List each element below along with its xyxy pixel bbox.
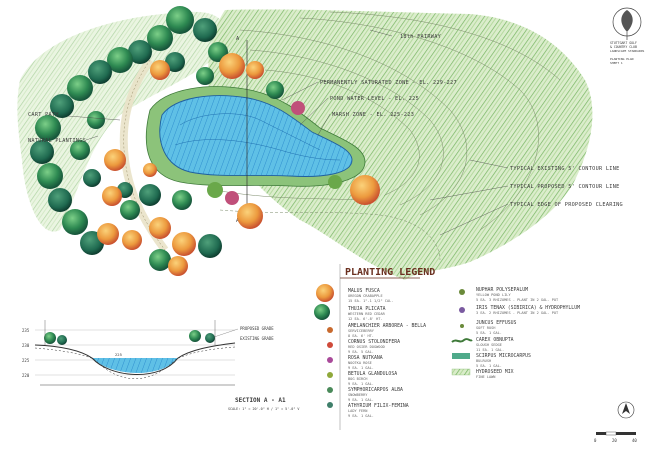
scale-tick-40: 40 (632, 438, 637, 443)
svg-text:HYDROSEED MIX: HYDROSEED MIX (476, 369, 514, 375)
section-grade (34, 342, 236, 375)
section-scale: SCALE: 1" = 20'-0" H / 1" = 5'-0" V (228, 407, 299, 411)
callout-marsh-zone: MARSH ZONE - EL. 225-223 (332, 112, 414, 118)
svg-text:SYMPHORICARPOS ALBA: SYMPHORICARPOS ALBA (348, 387, 403, 393)
svg-text:5 EA. 1 GAL.: 5 EA. 1 GAL. (476, 331, 502, 335)
scale-tick-20: 20 (612, 438, 617, 443)
svg-text:12 EA. 6'-8' HT.: 12 EA. 6'-8' HT. (348, 317, 383, 321)
legend-item: HYDROSEED MIX FINE LAWN (476, 369, 514, 379)
svg-text:9 EA. 1 GAL.: 9 EA. 1 GAL. (348, 398, 374, 402)
svg-text:5 EA. 1 GAL.: 5 EA. 1 GAL. (476, 364, 502, 368)
elev-225: 225 (22, 358, 30, 363)
svg-text:JUNCUS EFFUSUS: JUNCUS EFFUSUS (476, 320, 517, 326)
legend-item: ROSA NUTKANA NOOTKA ROSE 9 EA. 1 GAL. (348, 355, 383, 370)
svg-text:FINE LAWN: FINE LAWN (476, 375, 495, 379)
svg-text:9 EA. 1 GAL.: 9 EA. 1 GAL. (348, 382, 374, 386)
svg-text:SLOUGH SEDGE: SLOUGH SEDGE (476, 343, 502, 347)
svg-text:NUPHAR POLYSEPALUM: NUPHAR POLYSEPALUM (476, 287, 528, 293)
svg-text:NOOTKA ROSE: NOOTKA ROSE (348, 361, 372, 365)
title-line3: LANDSCAPE STANDARDS (610, 49, 645, 53)
fairway-label: 18th FAIRWAY (400, 34, 442, 40)
svg-text:ATHYRIUM FILIX-FEMINA: ATHYRIUM FILIX-FEMINA (348, 403, 409, 409)
svg-text:5 EA. 3 RHIZOMES - PLANT IN 2: 5 EA. 3 RHIZOMES - PLANT IN 2 GAL. POT (476, 298, 559, 302)
svg-text:BULRUSH: BULRUSH (476, 359, 491, 363)
scale-bar: 0 20 40 (594, 401, 637, 443)
svg-text:MALUS FUSCA: MALUS FUSCA (348, 288, 380, 294)
svg-text:CAREX OBNUPTA: CAREX OBNUPTA (476, 337, 514, 343)
svg-text:3 EA. 2 RHIZOMES - PLANT IN 2: 3 EA. 2 RHIZOMES - PLANT IN 2 GAL. POT (476, 311, 559, 315)
section-drawing: 235 230 225 220 225 PROPOSED GRADE EXIST… (22, 320, 299, 411)
svg-text:9 EA. 5 GAL.: 9 EA. 5 GAL. (348, 350, 374, 354)
title-line2: & COUNTRY CLUB (610, 45, 637, 49)
legend-item: NUPHAR POLYSEPALUM YELLOW POND LILY 5 EA… (476, 287, 559, 302)
legend-item: JUNCUS EFFUSUS SOFT RUSH 5 EA. 1 GAL. (476, 320, 517, 335)
section-label-existing: EXISTING GRADE (240, 336, 274, 341)
planting-legend: PLANTING LEGEND MALUS FUSCA OREGON CRABA… (314, 264, 580, 430)
svg-text:9 EA. 1 GAL.: 9 EA. 1 GAL. (348, 366, 374, 370)
section-marker-top: A (236, 36, 240, 42)
svg-text:IRIS TENAX (SIBIRICA) & HYDROP: IRIS TENAX (SIBIRICA) & HYDROPHYLLUM (476, 305, 580, 311)
scale-tick-0: 0 (594, 438, 597, 443)
elev-220: 220 (22, 373, 30, 378)
legend-item: CORNUS STOLONIFERA RED OSIER DOGWOOD 9 E… (348, 339, 400, 354)
legend-title: PLANTING LEGEND (345, 267, 435, 278)
legend-item: MALUS FUSCA OREGON CRABAPPLE 15 EA. 1"-1… (348, 288, 393, 303)
callout-saturated-zone: PERMANENTLY SATURATED ZONE - EL. 229-227 (320, 80, 457, 86)
callout-existing-contour: TYPICAL EXISTING 5' CONTOUR LINE (510, 166, 620, 172)
svg-text:YELLOW POND LILY: YELLOW POND LILY (476, 293, 511, 297)
svg-text:11 EA. 1 GAL.: 11 EA. 1 GAL. (476, 348, 504, 352)
section-water-level: 225 (115, 352, 122, 357)
svg-text:LADY FERN: LADY FERN (348, 409, 367, 413)
section-water (92, 358, 178, 374)
legend-item: SYMPHORICARPOS ALBA SNOWBERRY 9 EA. 1 GA… (348, 387, 403, 402)
title-sheet: SHEET 1 (610, 61, 623, 65)
legend-item: THUJA PLICATA WESTERN RED CEDAR 12 EA. 6… (348, 306, 386, 321)
svg-text:9 EA. 1 GAL.: 9 EA. 1 GAL. (348, 414, 374, 418)
legend-item: AMELANCHIER ARBOREA - BELLA SERVICEBERRY… (348, 323, 426, 338)
section-label-proposed: PROPOSED GRADE (240, 326, 274, 331)
legend-item: BETULA GLANDULOSA BOG BIRCH 9 EA. 1 GAL. (348, 371, 397, 386)
plan-callouts: 18th FAIRWAY PERMANENTLY SATURATED ZONE … (28, 29, 623, 236)
svg-text:SERVICEBERRY: SERVICEBERRY (348, 329, 375, 333)
legend-item: ATHYRIUM FILIX-FEMINA LADY FERN 9 EA. 1 … (348, 403, 409, 418)
callout-pond-water-level: POND WATER LEVEL - EL. 225 (330, 96, 419, 102)
svg-text:BOG BIRCH: BOG BIRCH (348, 377, 367, 381)
svg-text:THUJA PLICATA: THUJA PLICATA (348, 306, 386, 312)
contour-lines (214, 11, 561, 261)
svg-text:SCIRPUS MICROCARPUS: SCIRPUS MICROCARPUS (476, 353, 531, 359)
svg-text:CORNUS STOLONIFERA: CORNUS STOLONIFERA (348, 339, 400, 345)
title-scale: PLANTING PLAN (610, 57, 634, 61)
section-title: SECTION A - A1 (235, 397, 286, 404)
callout-cart-path: CART PATH (28, 112, 59, 118)
elev-230: 230 (22, 343, 30, 348)
svg-text:SNOWBERRY: SNOWBERRY (348, 393, 368, 397)
legend-item: SCIRPUS MICROCARPUS BULRUSH 5 EA. 1 GAL. (476, 353, 531, 368)
svg-text:ROSA NUTKANA: ROSA NUTKANA (348, 355, 383, 361)
legend-item: IRIS TENAX (SIBIRICA) & HYDROPHYLLUM 3 E… (476, 305, 580, 315)
fairway-lawn (208, 9, 593, 280)
svg-text:RED OSIER DOGWOOD: RED OSIER DOGWOOD (348, 345, 385, 349)
legend-item: CAREX OBNUPTA SLOUGH SEDGE 11 EA. 1 GAL. (476, 337, 514, 352)
svg-text:SOFT RUSH: SOFT RUSH (476, 326, 495, 330)
callout-proposed-contour: TYPICAL PROPOSED 5' CONTOUR LINE (510, 184, 620, 190)
svg-text:15 EA. 1"-1 1/2" CAL.: 15 EA. 1"-1 1/2" CAL. (348, 299, 393, 303)
svg-text:AMELANCHIER ARBOREA - BELLA: AMELANCHIER ARBOREA - BELLA (348, 323, 426, 329)
tree-masses (30, 6, 380, 276)
callout-edge-clearing: TYPICAL EDGE OF PROPOSED CLEARING (510, 202, 623, 208)
svg-text:BETULA GLANDULOSA: BETULA GLANDULOSA (348, 371, 397, 377)
svg-text:OREGON CRABAPPLE: OREGON CRABAPPLE (348, 294, 383, 298)
callout-natural-plantings: NATURAL PLANTINGS (28, 138, 86, 144)
svg-text:WESTERN RED CEDAR: WESTERN RED CEDAR (348, 312, 386, 316)
elev-235: 235 (22, 328, 30, 333)
title-line1: STUTTGART GOLF (610, 41, 637, 45)
title-block: STUTTGART GOLF & COUNTRY CLUB LANDSCAPE … (610, 7, 645, 65)
svg-text:8 EA. 6' HT.: 8 EA. 6' HT. (348, 334, 374, 338)
